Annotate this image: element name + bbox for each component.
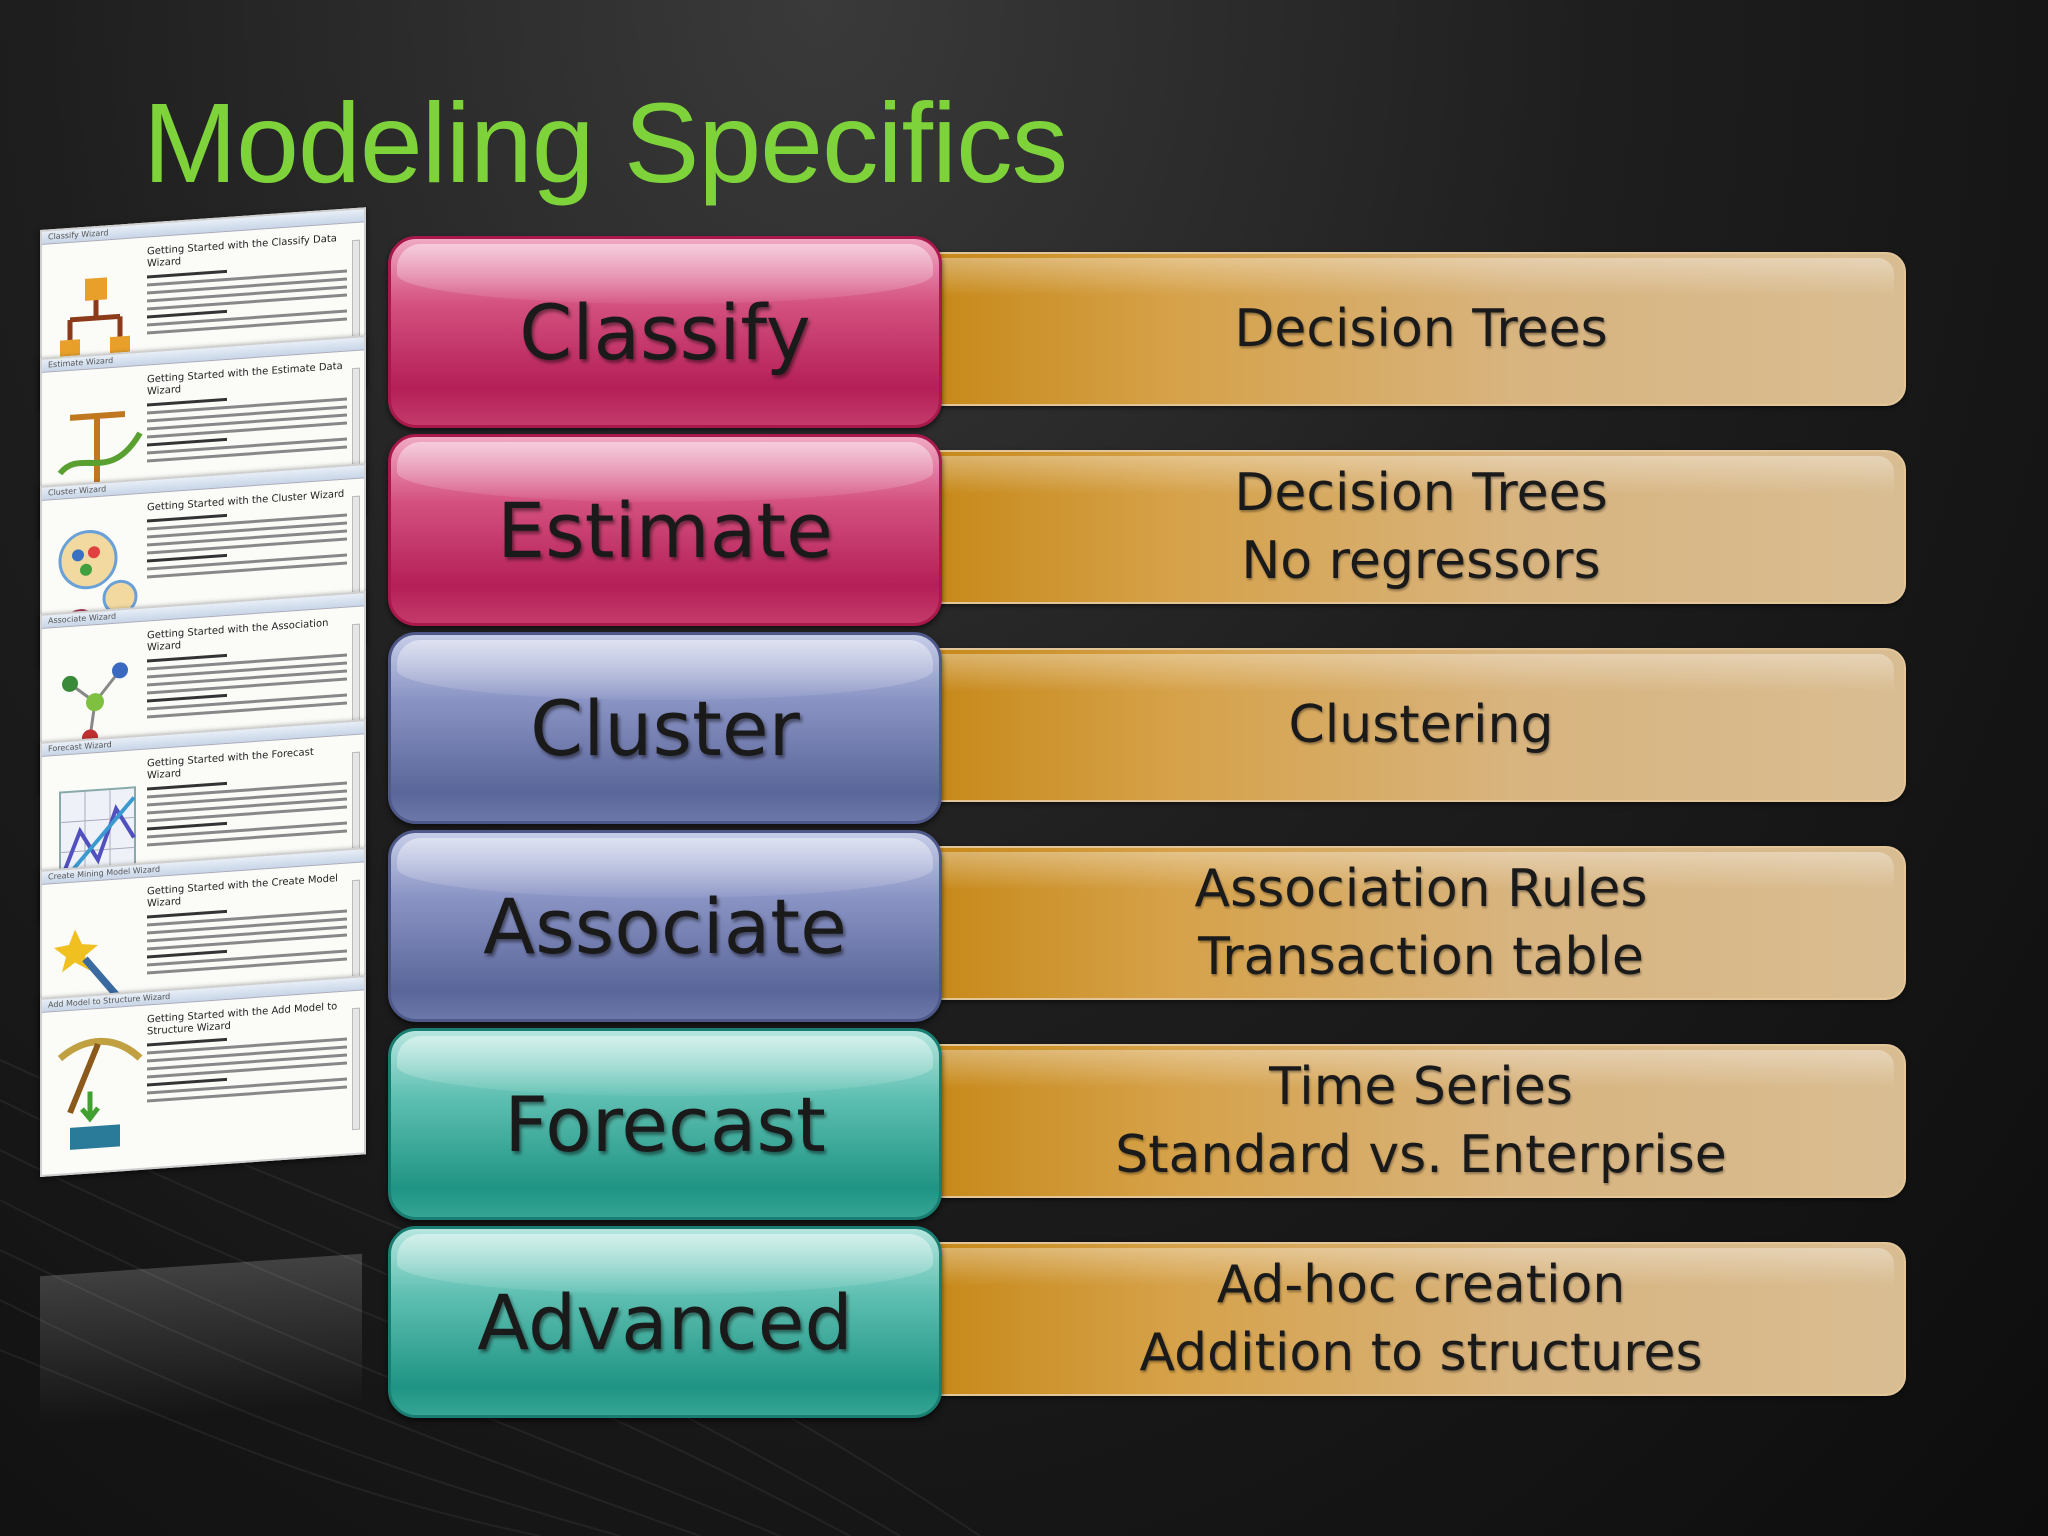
algorithm-detail: Transaction table xyxy=(1198,927,1644,987)
text-line xyxy=(147,701,347,719)
wizard-heading: Getting Started with the Association Wiz… xyxy=(147,617,329,654)
text-line xyxy=(147,437,227,447)
wizard-heading: Getting Started with the Add Model to St… xyxy=(147,1001,338,1038)
algorithm-bar: Decision Trees No regressors xyxy=(936,450,1906,604)
wizard-heading: Getting Started with the Estimate Data W… xyxy=(147,360,343,398)
task-row-classify: Classify Decision Trees xyxy=(388,236,1916,428)
task-label: Associate xyxy=(483,881,847,971)
wizard-intro-text: Getting Started with the Create Model Wi… xyxy=(147,873,347,980)
task-label: Forecast xyxy=(504,1079,826,1169)
text-line xyxy=(147,653,227,663)
algorithm-detail: Decision Trees xyxy=(1234,463,1608,523)
text-line xyxy=(147,949,227,959)
text-line xyxy=(147,781,227,791)
algorithm-detail: Decision Trees xyxy=(1234,299,1608,359)
algorithm-detail: Clustering xyxy=(1288,695,1554,755)
wizard-intro-text: Getting Started with the Classify Data W… xyxy=(147,233,347,340)
text-line xyxy=(147,309,227,319)
text-line xyxy=(147,1085,347,1103)
algorithm-bar: Clustering xyxy=(936,648,1906,802)
text-line xyxy=(147,909,227,919)
algorithm-detail: Standard vs. Enterprise xyxy=(1115,1125,1727,1185)
algorithm-detail: Ad-hoc creation xyxy=(1216,1255,1626,1315)
task-pill: Associate xyxy=(388,830,942,1022)
text-line xyxy=(147,421,347,439)
pickaxe-icon xyxy=(50,1023,145,1160)
page-title: Modeling Specifics xyxy=(143,80,1068,206)
text-line xyxy=(147,1061,347,1079)
task-row-estimate: Estimate Decision Trees No regressors xyxy=(388,434,1916,626)
task-pill: Classify xyxy=(388,236,942,428)
algorithm-bar: Decision Trees xyxy=(936,252,1906,406)
task-label: Advanced xyxy=(477,1277,853,1367)
algorithm-detail: No regressors xyxy=(1241,531,1601,591)
algorithm-detail: Association Rules xyxy=(1194,859,1648,919)
text-line xyxy=(147,829,347,847)
algorithm-detail: Addition to structures xyxy=(1139,1323,1703,1383)
task-pill: Cluster xyxy=(388,632,942,824)
wizard-heading: Getting Started with the Forecast Wizard xyxy=(147,746,314,782)
task-row-cluster: Cluster Clustering xyxy=(388,632,1916,824)
wizard-intro-text: Getting Started with the Add Model to St… xyxy=(147,1001,347,1108)
task-label: Cluster xyxy=(530,683,800,773)
text-line xyxy=(147,513,227,523)
task-pill: Estimate xyxy=(388,434,942,626)
text-line xyxy=(147,561,347,579)
wizard-intro-text: Getting Started with the Estimate Data W… xyxy=(147,361,347,468)
text-line xyxy=(147,821,227,831)
text-line xyxy=(147,933,347,951)
text-line xyxy=(147,805,347,823)
text-line xyxy=(147,269,227,279)
stack-reflection xyxy=(40,1253,362,1427)
text-line xyxy=(147,553,227,563)
wizard-heading: Getting Started with the Classify Data W… xyxy=(147,233,337,270)
text-line xyxy=(147,445,347,463)
text-line xyxy=(147,693,227,703)
wizard-heading: Getting Started with the Cluster Wizard xyxy=(147,488,345,514)
algorithm-detail: Time Series xyxy=(1269,1057,1573,1117)
wizard-heading: Getting Started with the Create Model Wi… xyxy=(147,873,338,910)
task-pill: Advanced xyxy=(388,1226,942,1418)
text-line xyxy=(147,1077,227,1087)
wizard-intro-text: Getting Started with the Association Wiz… xyxy=(147,617,347,724)
task-label: Classify xyxy=(519,287,811,377)
text-line xyxy=(147,1037,227,1047)
wizard-intro-text: Getting Started with the Cluster Wizard xyxy=(147,489,347,584)
text-line xyxy=(147,677,347,695)
text-line xyxy=(147,397,227,407)
task-pill: Forecast xyxy=(388,1028,942,1220)
text-line xyxy=(147,957,347,975)
text-line xyxy=(147,317,347,335)
task-label: Estimate xyxy=(497,485,833,575)
text-line xyxy=(147,293,347,311)
text-line xyxy=(147,537,347,555)
wizard-intro-text: Getting Started with the Forecast Wizard xyxy=(147,745,347,852)
scrollbar xyxy=(352,1007,360,1131)
